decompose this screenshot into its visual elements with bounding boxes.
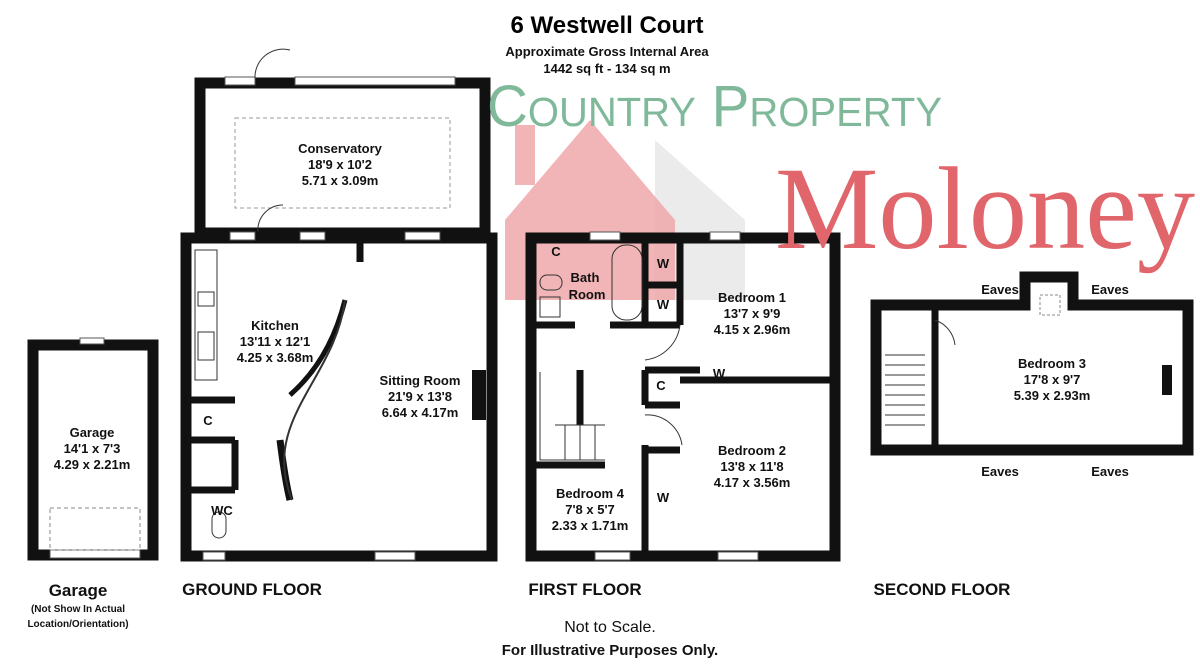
watermark-house-icon <box>505 120 745 300</box>
wardrobe-label-3: W <box>713 366 726 381</box>
eaves-label-top-left: Eaves <box>981 282 1019 297</box>
conservatory-name: Conservatory <box>298 141 383 156</box>
eaves-label-bottom-left: Eaves <box>981 464 1019 479</box>
area-subtitle: Approximate Gross Internal Area <box>505 44 709 59</box>
watermark-tagline: Country Property <box>487 74 942 139</box>
garage-room-imperial: 14'1 x 7'3 <box>64 441 121 456</box>
bedroom1-name: Bedroom 1 <box>718 290 786 305</box>
sitting-room-imperial: 21'9 x 13'8 <box>388 389 452 404</box>
bedroom4-name: Bedroom 4 <box>556 486 625 501</box>
ground-floor-plan: Kitchen 13'11 x 12'1 4.25 x 3.68m Conser… <box>180 48 498 562</box>
watermark-brand: Moloney <box>775 143 1195 274</box>
sitting-room-name: Sitting Room <box>380 373 461 388</box>
second-floor-label: SECOND FLOOR <box>874 580 1011 599</box>
conservatory-metric: 5.71 x 3.09m <box>302 173 379 188</box>
garage-note-line2: Location/Orientation) <box>27 619 128 630</box>
wardrobe-label-1: W <box>657 256 670 271</box>
ground-cupboard-label: C <box>203 413 213 428</box>
wardrobe-label-4: W <box>657 490 670 505</box>
bedroom4-imperial: 7'8 x 5'7 <box>565 502 615 517</box>
bathroom-cupboard-label: C <box>551 244 561 259</box>
kitchen-name: Kitchen <box>251 318 299 333</box>
wc-label: WC <box>211 503 233 518</box>
bedroom4-metric: 2.33 x 1.71m <box>552 518 629 533</box>
bedroom3-name: Bedroom 3 <box>1018 356 1086 371</box>
conservatory-imperial: 18'9 x 10'2 <box>308 157 372 172</box>
wardrobe-label-2: W <box>657 297 670 312</box>
second-floor-plan: Eaves Eaves Eaves Eaves Bedroom 3 17'8 x… <box>870 271 1194 479</box>
landing-cupboard-label: C <box>656 378 666 393</box>
property-title: 6 Westwell Court <box>511 12 704 39</box>
bedroom3-metric: 5.39 x 2.93m <box>1014 388 1091 403</box>
bathroom-label-line1: Bath <box>571 270 600 285</box>
eaves-label-bottom-right: Eaves <box>1091 464 1129 479</box>
bedroom2-imperial: 13'8 x 11'8 <box>720 459 783 474</box>
garage-floor-label: Garage <box>49 581 108 600</box>
bedroom1-metric: 4.15 x 2.96m <box>714 322 791 337</box>
kitchen-metric: 4.25 x 3.68m <box>237 350 314 365</box>
garage-note-line1: (Not Show In Actual <box>31 604 125 615</box>
garage-room-name: Garage <box>70 425 115 440</box>
ground-floor-label: GROUND FLOOR <box>182 580 322 599</box>
bedroom1-imperial: 13'7 x 9'9 <box>724 306 781 321</box>
bedroom3-imperial: 17'8 x 9'7 <box>1024 372 1081 387</box>
eaves-label-top-right: Eaves <box>1091 282 1129 297</box>
gross-area: 1442 sq ft - 134 sq m <box>543 61 670 76</box>
bedroom2-metric: 4.17 x 3.56m <box>714 475 791 490</box>
garage-plan: Garage 14'1 x 7'3 4.29 x 2.21m <box>27 337 159 561</box>
bathroom-label-line2: Room <box>569 287 606 302</box>
illustrative-note: For Illustrative Purposes Only. <box>502 642 718 659</box>
not-to-scale-note: Not to Scale. <box>564 619 656 636</box>
sitting-room-metric: 6.64 x 4.17m <box>382 405 459 420</box>
bedroom2-name: Bedroom 2 <box>718 443 786 458</box>
kitchen-imperial: 13'11 x 12'1 <box>240 334 311 349</box>
first-floor-label: FIRST FLOOR <box>528 580 641 599</box>
garage-room-metric: 4.29 x 2.21m <box>54 457 131 472</box>
first-floor-plan: Bath Room C W W W W C Bedroom 1 13'7 x 9… <box>525 231 841 562</box>
